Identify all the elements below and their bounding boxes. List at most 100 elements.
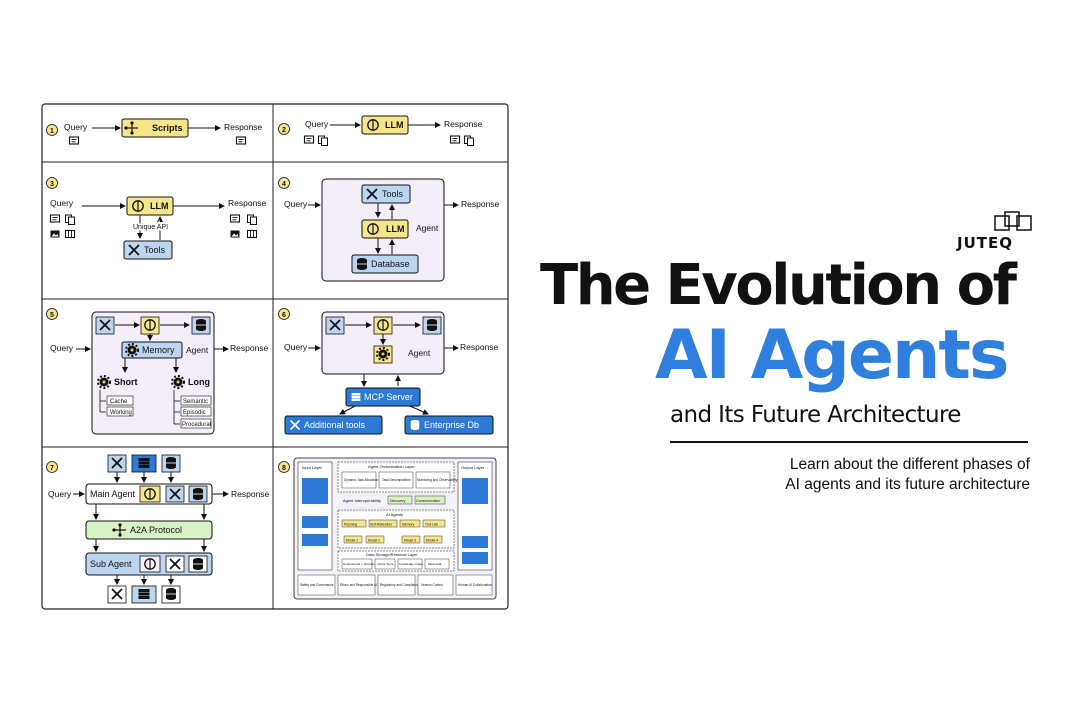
data-item: Meta data: [428, 562, 442, 566]
agent-capability: Self-Reflection: [370, 523, 392, 527]
query-label: Query: [64, 122, 88, 132]
agent-capability: Planning: [344, 523, 357, 527]
data-item: Vector Store: [377, 562, 394, 566]
enterprise-db-label: Enterprise Db: [424, 420, 479, 430]
a2a-protocol-node: [85, 520, 213, 540]
panel-number: 2: [282, 127, 286, 134]
orch-item: Monitoring and Observability: [417, 478, 458, 482]
llm-label: LLM: [385, 120, 404, 130]
output-block: [462, 536, 488, 548]
governance-item: Ethics and Responsible AI: [340, 583, 377, 587]
orch-item: Task Decomposition: [382, 478, 411, 482]
query-label: Query: [50, 198, 74, 208]
panel-number: 6: [282, 312, 286, 319]
governance-item: Human AI Collaboration: [458, 583, 492, 587]
scripts-label: Scripts: [152, 123, 183, 133]
tools-label: Tools: [144, 245, 166, 255]
title-divider: [670, 441, 1028, 443]
long-label: Long: [188, 377, 210, 387]
response-label: Response: [228, 198, 267, 208]
discovery-label: Discovery: [390, 499, 406, 503]
panel-number: 1: [50, 128, 54, 135]
juteq-logo-icon: [994, 211, 1032, 231]
agent-label: Agent: [408, 348, 431, 358]
enterprise-db-node: [404, 415, 494, 435]
image-icon: [230, 230, 240, 238]
memory-item: [106, 406, 134, 417]
panel-number: 4: [282, 181, 286, 188]
panel-4-agent: 4 Query Response Tools LLM Agent Databas…: [278, 177, 500, 282]
memory-label: Memory: [142, 345, 175, 355]
panel-number: 7: [50, 465, 54, 472]
panel-number: 3: [50, 181, 54, 188]
response-label: Response: [460, 342, 499, 352]
database-icon: [192, 557, 204, 571]
governance-item: Safety and Governance: [300, 583, 334, 587]
panel-2-llm: 2 Query LLM Response: [278, 115, 483, 146]
database-node: [351, 254, 419, 274]
additional-tools-label: Additional tools: [304, 420, 366, 430]
ai-agents-label: AI Agents: [386, 512, 403, 517]
panel-number: 8: [282, 465, 286, 472]
governance-item: Version Control: [421, 583, 443, 587]
model-label: Model 1: [346, 539, 358, 543]
database-label: Database: [371, 259, 410, 269]
response-label: Response: [230, 343, 269, 353]
short-label: Short: [114, 377, 138, 387]
database-icon: [165, 456, 177, 470]
memory-item: [106, 395, 134, 406]
tools-node: [123, 240, 173, 260]
agent-label: Agent: [186, 345, 209, 355]
agent-capability: Tool Use: [425, 523, 438, 527]
input-layer-label: Input Layer: [302, 465, 323, 470]
subtitle-line-2: AI agents and its future architecture: [785, 476, 1030, 493]
panel-1-scripts: 1 Query Scripts Response: [46, 118, 263, 145]
response-label: Response: [224, 122, 263, 132]
agent-label: Agent: [416, 223, 439, 233]
title-line-1: The Evolution of: [540, 253, 1017, 318]
input-block: [302, 478, 328, 504]
query-label: Query: [50, 343, 74, 353]
memory-item: [180, 395, 212, 406]
query-label: Query: [48, 489, 72, 499]
tools-node: [361, 184, 411, 204]
output-block: [462, 552, 488, 564]
main-agent-label: Main Agent: [90, 489, 136, 499]
server-icon: [138, 458, 150, 468]
data-item: Knowledge Graph: [399, 562, 423, 566]
memory-item: [180, 418, 212, 429]
mcp-server-label: MCP Server: [364, 392, 413, 402]
mcp-server-node: [345, 387, 421, 407]
panel-7-multi-agent: 7 Query Main Agent Response A2A Protocol…: [46, 454, 270, 604]
governance-item: Regulatory and Compliance: [380, 583, 420, 587]
long-item: Procedural: [182, 422, 211, 428]
communication-label: Communication: [416, 499, 440, 503]
database-icon: [165, 587, 177, 601]
memory-item: [180, 406, 212, 417]
brand-name: JUTEQ: [957, 234, 1013, 252]
input-block: [302, 534, 328, 546]
orchestration-label: Agent Orchestration Layer: [368, 464, 415, 469]
panel-6-mcp: 6 Query Response Agent MCP Server Additi…: [278, 308, 499, 435]
tools-label: Tools: [382, 189, 404, 199]
image-icon: [50, 230, 60, 238]
panel-5-memory: 5 Query Response Memory Agent Short Long…: [46, 308, 269, 435]
llm-label: LLM: [386, 224, 405, 234]
model-label: Model 4: [426, 539, 438, 543]
title-line-2: AI Agents: [655, 316, 1009, 395]
orch-item: Dynamic Task Allocation: [344, 478, 379, 482]
database-icon: [192, 487, 204, 501]
panel-number: 5: [50, 312, 54, 319]
additional-tools-node: [284, 415, 383, 435]
data-item: Unstructured + Structured data: [343, 562, 384, 566]
short-item: Cache: [110, 399, 128, 405]
panel-3-llm-tools: 3 Query LLM Response Unique API Tools: [46, 177, 267, 260]
long-item: Semantic: [183, 399, 208, 405]
short-item: Working: [110, 410, 132, 416]
query-label: Query: [284, 199, 308, 209]
database-icon: [356, 257, 368, 271]
output-block: [462, 478, 488, 504]
response-label: Response: [461, 199, 500, 209]
llm-label: LLM: [150, 201, 169, 211]
